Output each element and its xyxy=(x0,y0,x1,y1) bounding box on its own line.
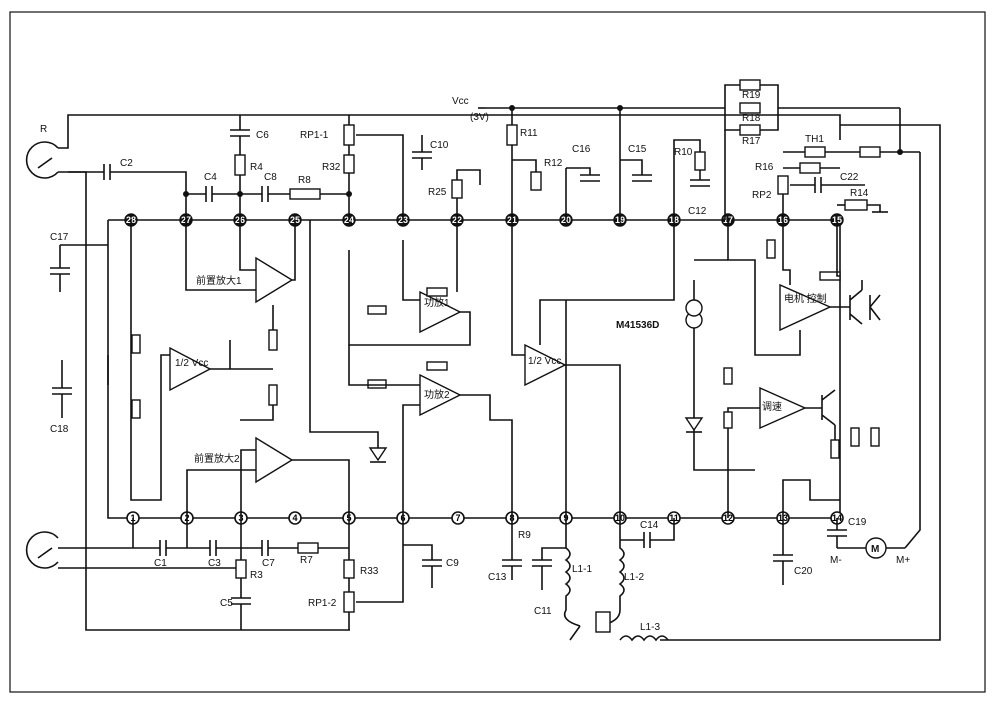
svg-text:RP1-1: RP1-1 xyxy=(300,130,329,141)
coils xyxy=(532,518,675,642)
svg-text:C16: C16 xyxy=(572,144,591,155)
input-jack-bottom xyxy=(25,531,240,569)
svg-text:1/2 Vcc: 1/2 Vcc xyxy=(175,358,208,369)
svg-text:前置放大2: 前置放大2 xyxy=(194,452,240,465)
svg-text:1/2 Vcc: 1/2 Vcc xyxy=(528,356,561,367)
svg-text:M+: M+ xyxy=(896,555,910,566)
c17 xyxy=(50,244,108,292)
svg-text:R12: R12 xyxy=(544,158,563,169)
r10-c12 xyxy=(673,139,710,220)
svg-text:R11: R11 xyxy=(520,128,538,139)
svg-text:L1-3: L1-3 xyxy=(640,622,660,633)
svg-text:C17: C17 xyxy=(50,232,69,243)
svg-text:L1-1: L1-1 xyxy=(572,564,592,575)
pin-7: 7 xyxy=(451,511,465,525)
c6-r4 xyxy=(230,115,250,220)
svg-text:C5: C5 xyxy=(220,598,233,609)
svg-text:调速: 调速 xyxy=(762,401,782,413)
svg-text:C1: C1 xyxy=(154,558,167,569)
r17-r19-network xyxy=(724,79,901,220)
half-vcc-buffer-left xyxy=(130,220,278,501)
svg-text:C10: C10 xyxy=(430,140,449,151)
svg-text:Vcc: Vcc xyxy=(452,96,469,107)
svg-text:7: 7 xyxy=(455,513,460,523)
svg-text:C9: C9 xyxy=(446,558,459,569)
svg-text:R19: R19 xyxy=(742,90,761,101)
svg-text:C2: C2 xyxy=(120,158,133,169)
svg-text:R25: R25 xyxy=(428,187,447,198)
svg-text:R16: R16 xyxy=(755,162,774,173)
svg-text:R4: R4 xyxy=(250,162,263,173)
svg-text:R10: R10 xyxy=(674,147,693,158)
svg-text:R9: R9 xyxy=(518,530,531,541)
current-source xyxy=(684,259,755,471)
svg-text:C15: C15 xyxy=(628,144,647,155)
svg-text:C6: C6 xyxy=(256,130,269,141)
bottom-components xyxy=(132,518,522,630)
preamp-2 xyxy=(186,436,350,518)
svg-text:R17: R17 xyxy=(742,136,761,147)
power-amp-1 xyxy=(348,220,471,346)
svg-text:功放1: 功放1 xyxy=(424,296,450,309)
svg-text:C7: C7 xyxy=(262,558,275,569)
motor-speed-network xyxy=(777,146,920,220)
input-right-label: R xyxy=(40,124,47,135)
svg-text:C3: C3 xyxy=(208,558,221,569)
svg-text:C8: C8 xyxy=(264,172,277,183)
half-vcc-buffer-right xyxy=(511,220,675,518)
speed-amp xyxy=(723,367,880,518)
power-amp-2 xyxy=(348,345,513,518)
svg-text:R7: R7 xyxy=(300,555,313,566)
svg-text:M-: M- xyxy=(830,555,842,566)
svg-text:(3V): (3V) xyxy=(470,112,489,123)
svg-text:电机 控制: 电机 控制 xyxy=(784,292,827,305)
svg-text:C12: C12 xyxy=(688,206,707,217)
svg-text:C4: C4 xyxy=(204,172,217,183)
svg-text:C14: C14 xyxy=(640,520,659,531)
pin-4: 4 xyxy=(288,511,302,525)
r25 xyxy=(451,169,481,220)
svg-text:R32: R32 xyxy=(322,162,341,173)
svg-text:C20: C20 xyxy=(794,566,813,577)
rp1-1-r32 xyxy=(343,115,404,220)
svg-text:R18: R18 xyxy=(742,113,761,124)
svg-text:R14: R14 xyxy=(850,188,869,199)
svg-text:功放2: 功放2 xyxy=(424,388,450,401)
motor-control-amp xyxy=(727,220,881,356)
svg-text:C18: C18 xyxy=(50,424,69,435)
svg-text:R33: R33 xyxy=(360,566,379,577)
svg-text:C22: C22 xyxy=(840,172,859,183)
svg-text:M: M xyxy=(871,544,879,555)
svg-text:R8: R8 xyxy=(298,175,311,186)
svg-text:4: 4 xyxy=(292,513,297,523)
preamp-1 xyxy=(185,220,296,304)
c18 xyxy=(52,360,72,418)
svg-text:RP2: RP2 xyxy=(752,190,772,201)
outer-frame xyxy=(9,11,986,693)
svg-text:TH1: TH1 xyxy=(805,134,824,145)
c19-c20 xyxy=(773,518,847,585)
svg-text:C11: C11 xyxy=(534,606,552,617)
c10 xyxy=(412,135,432,170)
c2 xyxy=(68,164,187,220)
vcc-rail xyxy=(478,107,725,220)
svg-text:RP1-2: RP1-2 xyxy=(308,598,337,609)
diode-center xyxy=(309,220,388,463)
svg-text:C19: C19 xyxy=(848,517,867,528)
svg-text:前置放大1: 前置放大1 xyxy=(196,274,242,287)
motor-wiring xyxy=(660,124,941,641)
c4-c8-r8 xyxy=(186,186,349,202)
svg-text:L1-2: L1-2 xyxy=(624,572,644,583)
svg-text:R3: R3 xyxy=(250,570,263,581)
svg-text:C13: C13 xyxy=(488,572,507,583)
chip-name: M41536D xyxy=(616,320,659,331)
